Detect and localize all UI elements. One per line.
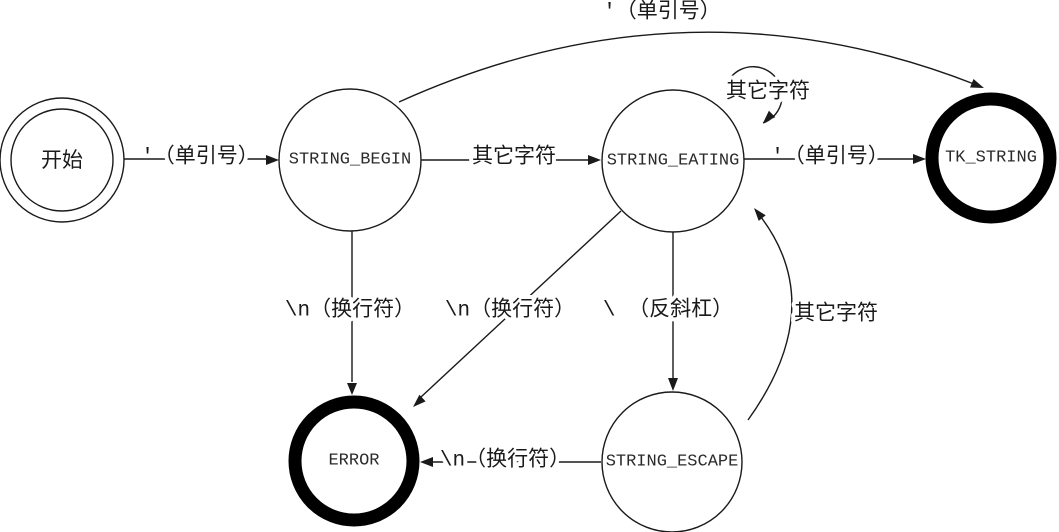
edge-string-eating-to-string-escape xyxy=(668,232,678,391)
error-circle xyxy=(288,395,420,527)
arrowhead-icon xyxy=(913,154,926,164)
state-string-escape: STRING_ESCAPE xyxy=(601,391,743,532)
state-label-tk-string: TK_STRING xyxy=(945,149,1037,168)
arrowhead-icon xyxy=(588,155,601,165)
state-string-eating: STRING_EATING xyxy=(601,89,745,233)
edge-label-string-escape-to-error: \n（换行符） xyxy=(440,448,570,473)
state-label-start: 开始 xyxy=(41,148,83,172)
edge-label-string-eating-to-string-escape: \ （反斜杠） xyxy=(603,298,733,323)
arrowhead-icon xyxy=(754,208,766,221)
edge-string-begin-to-string-eating xyxy=(421,155,601,165)
edge-string-begin-to-error xyxy=(347,231,357,395)
arrowhead-icon xyxy=(347,383,357,395)
edge-label-start-to-string-begin: '（单引号） xyxy=(141,145,259,170)
edge-string-eating-to-error xyxy=(413,210,622,407)
string-escape-circle xyxy=(601,391,743,532)
edge-string-escape-to-string-eating xyxy=(747,208,793,421)
state-label-string-escape: STRING_ESCAPE xyxy=(606,453,739,472)
edge-line xyxy=(420,210,622,398)
edge-string-escape-to-error xyxy=(420,457,601,467)
state-label-string-eating: STRING_EATING xyxy=(607,152,740,171)
edge-curve xyxy=(747,211,793,421)
state-error: ERROR xyxy=(288,395,420,527)
state-tk-string: TK_STRING xyxy=(925,92,1057,224)
tk-string-circle xyxy=(925,92,1057,224)
string-begin-circle xyxy=(278,88,422,232)
state-label-string-begin: STRING_BEGIN xyxy=(289,151,411,170)
edge-label-string-begin-to-tk-string: '（单引号） xyxy=(603,0,721,25)
arrowhead-icon xyxy=(266,155,279,165)
edge-string-eating-self-loop xyxy=(730,66,783,124)
state-start: 开始 xyxy=(0,97,125,223)
string-eating-circle xyxy=(601,89,745,233)
edge-label-string-begin-to-error: \n（换行符） xyxy=(285,298,415,323)
arrowhead-icon xyxy=(763,110,776,123)
edge-curve xyxy=(398,31,975,103)
edge-label-string-eating-self-loop: 其它字符 xyxy=(726,80,810,105)
edge-string-eating-to-tk-string xyxy=(744,154,926,164)
start-inner-circle xyxy=(10,108,114,212)
state-string-begin: STRING_BEGIN xyxy=(278,88,422,232)
edge-label-string-eating-to-tk-string: '（单引号） xyxy=(771,145,889,170)
edge-label-string-eating-to-error: \n（换行符） xyxy=(445,298,575,323)
arrowhead-icon xyxy=(413,394,426,407)
edge-label-string-begin-to-string-eating: 其它字符 xyxy=(472,145,556,170)
edge-start-to-string-begin xyxy=(124,155,279,165)
edge-string-begin-to-tk-string xyxy=(398,31,984,103)
arrowhead-icon xyxy=(970,79,984,88)
edge-loop xyxy=(730,66,783,124)
edge-label-string-escape-to-string-eating: 其它字符 xyxy=(794,302,878,327)
arrowhead-icon xyxy=(668,378,678,391)
state-label-error: ERROR xyxy=(328,452,379,471)
arrowhead-icon xyxy=(420,457,433,467)
